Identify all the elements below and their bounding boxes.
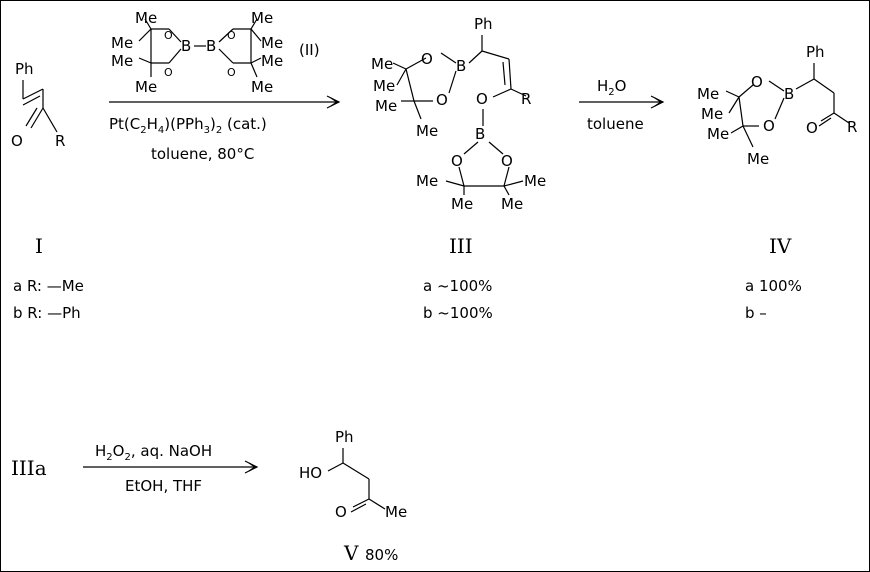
reaction-arrow-1: [109, 95, 341, 109]
atom-o: O: [451, 152, 463, 170]
atom-o: O: [164, 29, 173, 42]
atom-o: O: [501, 152, 513, 170]
atom-me: Me: [747, 150, 769, 168]
atom-o: O: [763, 117, 775, 135]
catalyst-label: Pt(C2H4)(PPh3)2 (cat.): [109, 115, 267, 136]
atom-b: B: [181, 37, 191, 55]
atom-r: R: [55, 132, 65, 150]
atom-o: O: [806, 119, 818, 137]
atom-me: Me: [111, 52, 133, 70]
atom-me: Me: [135, 9, 157, 27]
compound-I-structure: Ph O R: [11, 60, 65, 150]
reaction-arrow-2: [579, 95, 665, 109]
step2-solvent: toluene: [587, 115, 644, 133]
compound-IV-row-a: a 100%: [745, 277, 802, 295]
atom-me: Me: [375, 97, 397, 115]
reaction-arrow-3: [83, 460, 259, 474]
atom-me: Me: [135, 78, 157, 96]
compound-V-yield: 80%: [365, 546, 398, 564]
atom-me: Me: [524, 172, 546, 190]
atom-me: Me: [251, 9, 273, 27]
atom-o: O: [476, 90, 488, 108]
atom-r: R: [847, 118, 857, 136]
step3-solvent: EtOH, THF: [125, 477, 202, 495]
atom-ph: Ph: [15, 60, 34, 78]
atom-ph: Ph: [335, 428, 354, 446]
atom-me: Me: [451, 195, 473, 213]
atom-me: Me: [416, 122, 438, 140]
compound-IV-label: IV: [769, 234, 792, 258]
atom-o: O: [11, 132, 23, 150]
atom-me: Me: [501, 195, 523, 213]
atom-me: Me: [371, 55, 393, 73]
compound-I-row-b: b R: —Ph: [13, 304, 81, 322]
compound-III-label: III: [449, 234, 473, 258]
atom-b: B: [206, 37, 216, 55]
atom-me: Me: [251, 78, 273, 96]
atom-me: Me: [416, 172, 438, 190]
atom-b: B: [784, 85, 794, 103]
atom-r: R: [521, 90, 531, 108]
atom-o: O: [436, 91, 448, 109]
atom-me: Me: [707, 125, 729, 143]
atom-me: Me: [111, 34, 133, 52]
atom-o: O: [164, 66, 173, 79]
atom-me: Me: [701, 105, 723, 123]
reagent-II-label: (II): [299, 41, 320, 59]
compound-I-label: I: [35, 234, 43, 258]
atom-ph: Ph: [806, 43, 825, 61]
atom-o: O: [751, 73, 763, 91]
atom-me: Me: [697, 85, 719, 103]
step3-reagent: H2O2, aq. NaOH: [95, 442, 212, 463]
step1-conditions: toluene, 80°C: [151, 145, 254, 163]
compound-III-row-b: b ~100%: [423, 304, 493, 322]
reagent-II-structure: Me Me Me Me O O B B O O Me Me Me Me (II): [111, 9, 320, 96]
compound-III-row-a: a ~100%: [423, 277, 492, 295]
atom-o: O: [227, 29, 236, 42]
atom-o: O: [227, 66, 236, 79]
atom-o: O: [421, 50, 433, 68]
atom-me: Me: [261, 34, 283, 52]
atom-me: Me: [261, 52, 283, 70]
atom-me: Me: [373, 77, 395, 95]
atom-ph: Ph: [474, 15, 493, 33]
compound-I-row-a: a R: —Me: [13, 277, 84, 295]
atom-me: Me: [385, 503, 407, 521]
water-label: H2O: [597, 77, 626, 98]
atom-b: B: [475, 125, 485, 143]
compound-IV-structure: Ph O R B O O Me Me Me Me: [697, 43, 857, 168]
compound-IV-row-b: b –: [745, 304, 767, 322]
substrate-IIIa-label: IIIa: [11, 456, 47, 480]
compound-V-label: V: [343, 541, 359, 565]
compound-III-structure: Ph R O B O O Me Me Me Me B O O: [371, 15, 546, 213]
atom-o: O: [335, 503, 347, 521]
atom-ho: HO: [299, 464, 322, 482]
atom-b: B: [456, 57, 466, 75]
compound-V-structure: Ph HO O Me: [299, 428, 407, 521]
